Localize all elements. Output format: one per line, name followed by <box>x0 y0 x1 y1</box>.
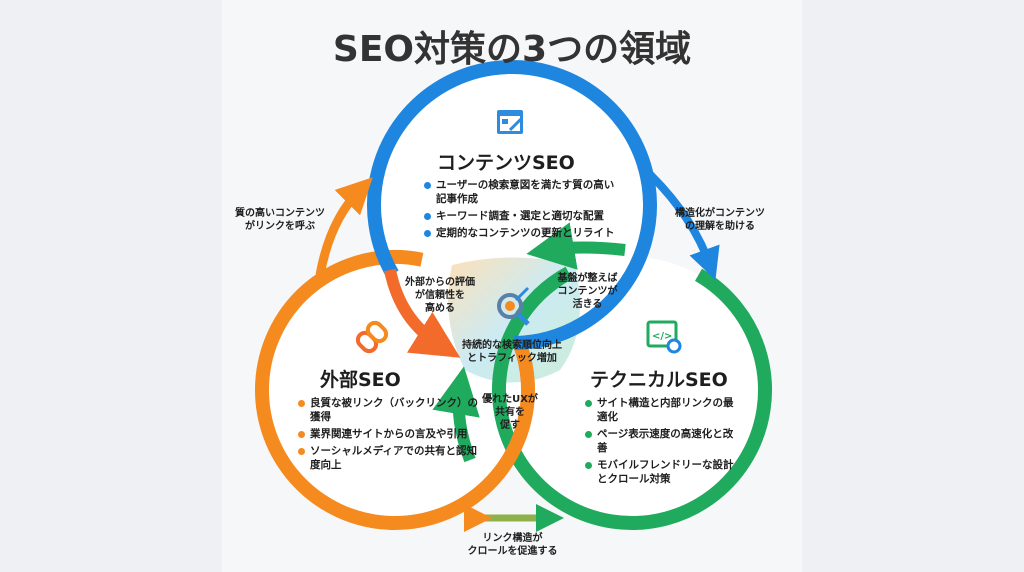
list-item: キーワード調査・選定と適切な配置 <box>424 209 624 223</box>
list-item: 業界関連サイトからの言及や引用 <box>298 427 478 441</box>
note-line: の理解を助ける <box>685 221 755 232</box>
article-edit-icon <box>497 110 523 134</box>
note-line: 優れたUXが <box>482 394 538 405</box>
note-line: 構造化がコンテンツ <box>675 208 765 219</box>
relation-content-technical: 構造化がコンテンツ の理解を助ける <box>660 207 780 233</box>
note-line: 外部からの評価 <box>405 277 475 288</box>
relation-technical-inner: 基盤が整えば コンテンツが 活きる <box>545 272 630 311</box>
note-line: 基盤が整えば <box>557 273 618 284</box>
note-line: リンク構造が <box>482 533 543 544</box>
relation-bottom-inner: 優れたUXが 共有を 促す <box>475 393 545 432</box>
list-item: 定期的なコンテンツの更新とリライト <box>424 226 624 240</box>
external-list: 良質な被リンク（バックリンク）の獲得 業界関連サイトからの言及や引用 ソーシャル… <box>298 396 478 475</box>
list-item: ソーシャルメディアでの共有と認知度向上 <box>298 444 478 472</box>
arrow-external-inner <box>384 268 461 358</box>
note-line: がリンクを呼ぶ <box>245 221 315 232</box>
note-line: コンテンツが <box>557 286 618 297</box>
note-line: 高める <box>425 303 455 314</box>
note-line: 促す <box>500 420 520 431</box>
note-line: が信頼性を <box>415 290 465 301</box>
note-line: クロールを促進する <box>467 546 558 557</box>
note-line: 質の高いコンテンツ <box>235 208 325 219</box>
relation-external-content: 質の高いコンテンツ がリンクを呼ぶ <box>225 207 335 233</box>
note-line: 共有を <box>495 407 525 418</box>
center-text: 持続的な検索順位向上 とトラフィック増加 <box>462 339 562 365</box>
code-search-icon: </> <box>646 320 682 354</box>
arrow-technical-inner <box>526 222 626 270</box>
list-item: モバイルフレンドリーな設計とクロール対策 <box>585 458 735 486</box>
technical-list: サイト構造と内部リンクの最適化 ページ表示速度の高速化と改善 モバイルフレンドリ… <box>585 396 735 489</box>
arrow-bottom-inner <box>432 366 480 463</box>
relation-external-technical: リンク構造が クロールを促進する <box>455 532 570 558</box>
content-heading: コンテンツSEO <box>437 152 575 174</box>
arrow-content-to-technical <box>637 162 720 281</box>
note-line: 活きる <box>572 299 603 310</box>
search-gear-growth-icon <box>497 286 530 326</box>
center-text-line: 持続的な検索順位向上 <box>462 340 562 351</box>
list-item: ページ表示速度の高速化と改善 <box>585 427 735 455</box>
technical-heading: テクニカルSEO <box>590 369 728 391</box>
list-item: 良質な被リンク（バックリンク）の獲得 <box>298 396 478 424</box>
list-item: ユーザーの検索意図を満たす質の高い記事作成 <box>424 178 624 206</box>
arrow-external-to-content <box>315 177 373 276</box>
svg-text:</>: </> <box>652 331 672 342</box>
content-list: ユーザーの検索意図を満たす質の高い記事作成 キーワード調査・選定と適切な配置 定… <box>424 178 624 243</box>
center-text-line: とトラフィック増加 <box>467 353 557 364</box>
external-heading: 外部SEO <box>320 369 401 391</box>
link-chain-icon <box>355 320 389 354</box>
list-item: サイト構造と内部リンクの最適化 <box>585 396 735 424</box>
page-title: SEO対策の3つの領域 <box>332 29 692 70</box>
relation-external-inner: 外部からの評価 が信頼性を 高める <box>395 276 485 315</box>
